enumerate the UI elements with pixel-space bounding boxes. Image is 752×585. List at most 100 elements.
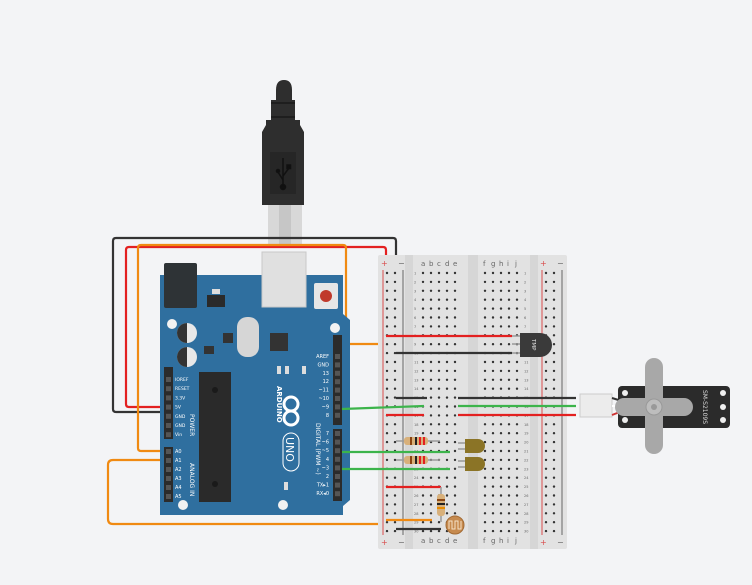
breadboard-hole[interactable] xyxy=(491,280,495,284)
breadboard-hole[interactable] xyxy=(491,529,495,533)
breadboard-hole[interactable] xyxy=(499,307,503,310)
rail-hole[interactable] xyxy=(552,521,556,524)
breadboard-hole[interactable] xyxy=(437,325,441,328)
breadboard-hole[interactable] xyxy=(515,307,519,310)
breadboard-hole[interactable] xyxy=(507,440,511,444)
breadboard-hole[interactable] xyxy=(507,343,511,346)
rail-hole[interactable] xyxy=(544,360,548,364)
breadboard-hole[interactable] xyxy=(507,529,511,533)
breadboard-hole[interactable] xyxy=(483,432,487,435)
breadboard-hole[interactable] xyxy=(453,387,457,390)
header-pin[interactable] xyxy=(335,379,340,385)
breadboard-hole[interactable] xyxy=(483,485,487,488)
breadboard-hole[interactable] xyxy=(499,360,503,364)
breadboard-hole[interactable] xyxy=(453,476,457,479)
breadboard-hole[interactable] xyxy=(421,280,425,284)
rail-hole[interactable] xyxy=(393,458,397,462)
breadboard-hole[interactable] xyxy=(507,432,511,435)
rail-hole[interactable] xyxy=(385,529,389,533)
breadboard-hole[interactable] xyxy=(507,503,511,506)
breadboard-hole[interactable] xyxy=(437,289,441,292)
breadboard-hole[interactable] xyxy=(507,289,511,292)
breadboard-hole[interactable] xyxy=(453,298,457,301)
rail-hole[interactable] xyxy=(552,512,556,515)
breadboard-hole[interactable] xyxy=(437,396,441,399)
breadboard-hole[interactable] xyxy=(499,378,503,381)
breadboard-hole[interactable] xyxy=(453,503,457,506)
rail-hole[interactable] xyxy=(385,351,389,355)
breadboard-hole[interactable] xyxy=(429,521,433,524)
breadboard-hole[interactable] xyxy=(445,316,449,319)
breadboard-hole[interactable] xyxy=(421,423,425,426)
rail-hole[interactable] xyxy=(552,485,556,488)
breadboard-hole[interactable] xyxy=(483,289,487,292)
breadboard-hole[interactable] xyxy=(491,423,495,426)
breadboard-hole[interactable] xyxy=(499,449,503,453)
breadboard-hole[interactable] xyxy=(483,467,487,470)
breadboard-hole[interactable] xyxy=(453,423,457,426)
breadboard-hole[interactable] xyxy=(445,360,449,364)
rail-hole[interactable] xyxy=(552,432,556,435)
header-pin[interactable] xyxy=(166,413,171,419)
header-pin[interactable] xyxy=(166,395,171,401)
breadboard-hole[interactable] xyxy=(483,343,487,346)
breadboard-hole[interactable] xyxy=(429,316,433,319)
breadboard-hole[interactable] xyxy=(421,271,425,275)
rail-hole[interactable] xyxy=(393,396,397,399)
breadboard-hole[interactable] xyxy=(483,271,487,275)
breadboard-hole[interactable] xyxy=(421,378,425,381)
breadboard-hole[interactable] xyxy=(429,280,433,284)
breadboard-hole[interactable] xyxy=(515,503,519,506)
breadboard-hole[interactable] xyxy=(445,423,449,426)
rail-hole[interactable] xyxy=(393,387,397,390)
breadboard-hole[interactable] xyxy=(499,485,503,488)
breadboard-hole[interactable] xyxy=(491,440,495,444)
rail-hole[interactable] xyxy=(393,351,397,355)
header-pin[interactable] xyxy=(335,362,340,368)
breadboard-hole[interactable] xyxy=(421,512,425,515)
breadboard-hole[interactable] xyxy=(515,298,519,301)
breadboard-hole[interactable] xyxy=(445,458,449,462)
breadboard-hole[interactable] xyxy=(507,467,511,470)
rail-hole[interactable] xyxy=(552,307,556,310)
rail-hole[interactable] xyxy=(552,334,556,337)
breadboard-hole[interactable] xyxy=(445,485,449,488)
breadboard-hole[interactable] xyxy=(499,280,503,284)
breadboard-hole[interactable] xyxy=(445,512,449,515)
rail-hole[interactable] xyxy=(552,280,556,284)
breadboard-hole[interactable] xyxy=(483,280,487,284)
breadboard-hole[interactable] xyxy=(421,529,425,533)
breadboard-hole[interactable] xyxy=(437,360,441,364)
rail-hole[interactable] xyxy=(544,298,548,301)
header-pin[interactable] xyxy=(335,491,340,497)
rail-hole[interactable] xyxy=(393,494,397,497)
breadboard-hole[interactable] xyxy=(507,494,511,497)
breadboard-hole[interactable] xyxy=(515,325,519,328)
rail-hole[interactable] xyxy=(544,529,548,533)
rail-hole[interactable] xyxy=(552,298,556,301)
breadboard-hole[interactable] xyxy=(515,476,519,479)
breadboard-hole[interactable] xyxy=(445,494,449,497)
resistor-ldr[interactable] xyxy=(437,487,445,522)
breadboard-hole[interactable] xyxy=(421,307,425,310)
rail-hole[interactable] xyxy=(544,485,548,488)
breadboard-hole[interactable] xyxy=(515,485,519,488)
rail-hole[interactable] xyxy=(385,423,389,426)
breadboard-hole[interactable] xyxy=(515,316,519,319)
breadboard-hole[interactable] xyxy=(445,476,449,479)
breadboard-hole[interactable] xyxy=(437,432,441,435)
breadboard-hole[interactable] xyxy=(453,325,457,328)
usb-cable[interactable] xyxy=(262,80,304,245)
rail-hole[interactable] xyxy=(385,432,389,435)
header-pin[interactable] xyxy=(335,448,340,454)
breadboard-hole[interactable] xyxy=(445,369,449,373)
breadboard-hole[interactable] xyxy=(483,458,487,462)
breadboard-hole[interactable] xyxy=(437,521,441,524)
breadboard-hole[interactable] xyxy=(421,494,425,497)
breadboard-hole[interactable] xyxy=(445,387,449,390)
rail-hole[interactable] xyxy=(385,289,389,292)
breadboard-hole[interactable] xyxy=(491,298,495,301)
breadboard-hole[interactable] xyxy=(507,387,511,390)
rail-hole[interactable] xyxy=(393,289,397,292)
rail-hole[interactable] xyxy=(552,378,556,381)
